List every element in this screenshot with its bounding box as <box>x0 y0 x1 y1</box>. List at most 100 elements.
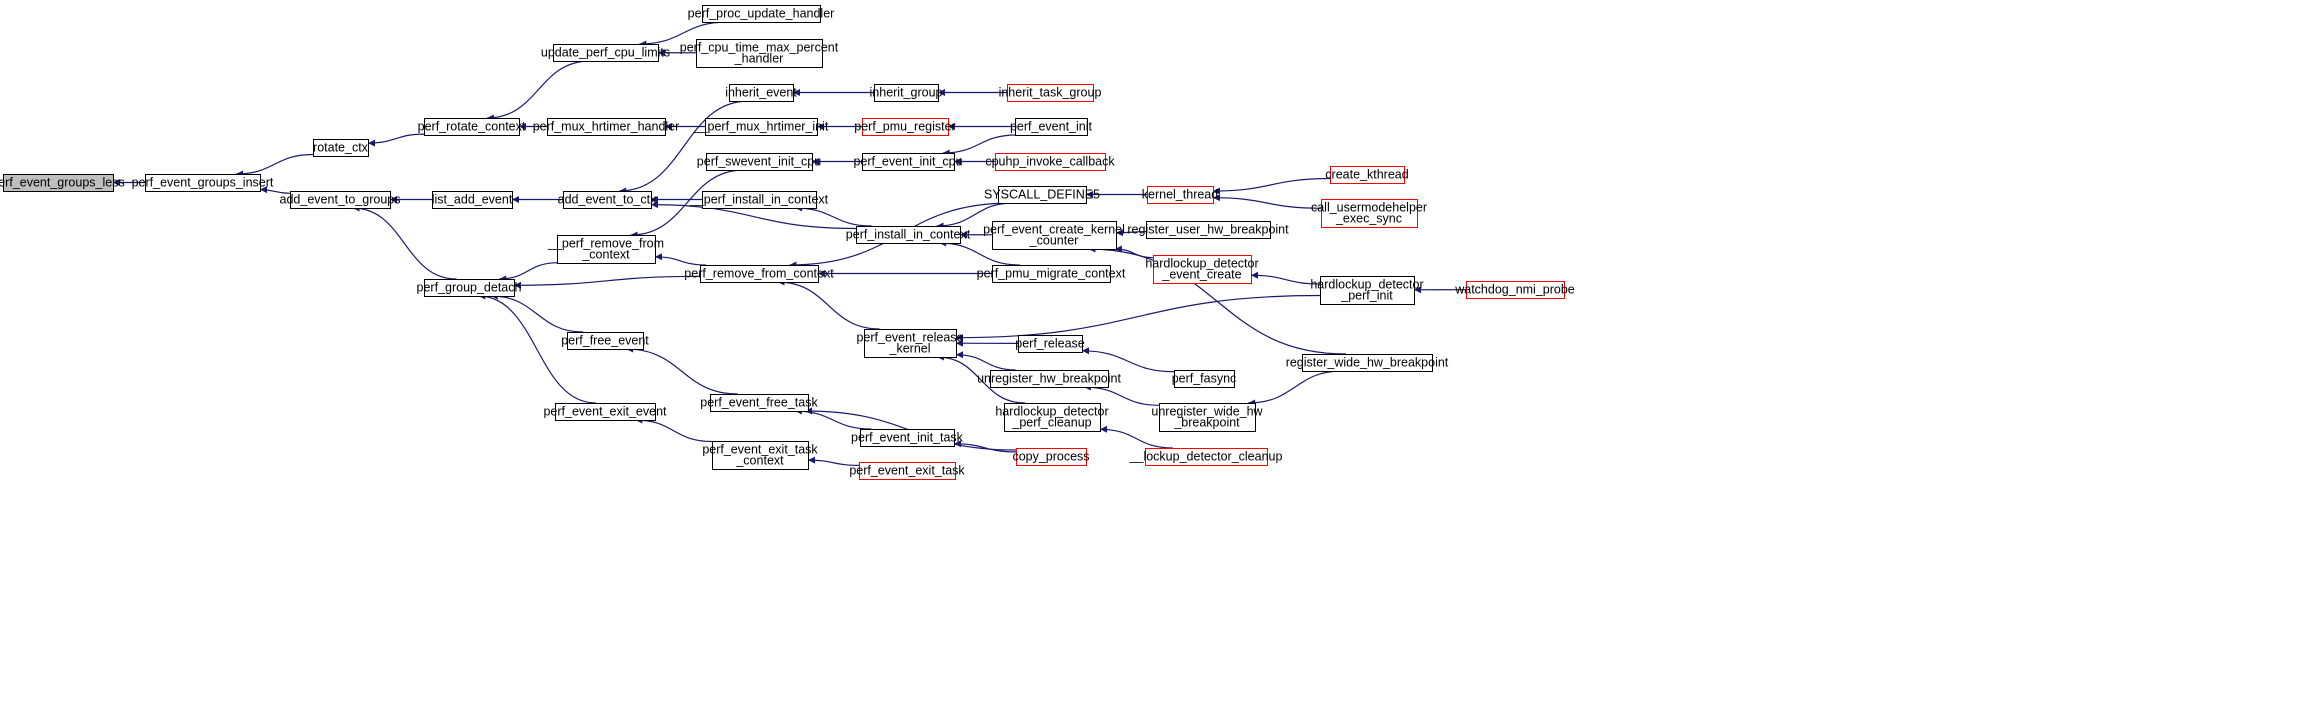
graph-node-perf-event-create-kernel-counter[interactable]: perf_event_create_kernel_counter <box>983 221 1125 250</box>
graph-node-perf-proc-update-handler[interactable]: perf_proc_update_handler <box>688 5 835 23</box>
node-box <box>1302 354 1433 372</box>
graph-node-perf-event-free-task[interactable]: perf_event_free_task <box>700 394 818 412</box>
call-edge-lockup-detector-cleanup-to-hardlockup-detector-perf-cleanup <box>1099 425 1173 449</box>
graph-node-perf-event-groups-less[interactable]: perf_event_groups_less <box>0 174 125 192</box>
node-label: _event_create <box>1161 268 1241 282</box>
node-label: perf_swevent_init_cpu <box>697 155 821 169</box>
graph-node-perf-install-in-context[interactable]: __perf_install_in_context <box>689 191 829 209</box>
graph-node-register-wide-hw-breakpoint[interactable]: register_wide_hw_breakpoint <box>1286 354 1449 372</box>
node-box <box>729 84 794 102</box>
node-label: _perf_init <box>1340 289 1393 303</box>
graph-node-unregister-hw-breakpoint[interactable]: unregister_hw_breakpoint <box>977 370 1121 388</box>
node-label: perf_free_event <box>561 334 649 348</box>
node-label: perf_event_init_cpu <box>853 155 962 169</box>
node-box <box>864 329 957 358</box>
node-box <box>1174 370 1235 388</box>
graph-node-perf-fasync[interactable]: perf_fasync <box>1172 370 1237 388</box>
node-label: _counter <box>1029 234 1079 248</box>
graph-node-perf-event-exit-event[interactable]: perf_event_exit_event <box>543 403 667 421</box>
node-label: perf_event_release <box>856 331 963 345</box>
call-edge-perf-event-free-task-to-perf-free-event <box>626 345 738 395</box>
graph-node-perf-cpu-time-max-percent-handler[interactable]: perf_cpu_time_max_percent_handler <box>680 39 839 68</box>
graph-node-perf-pmu-register[interactable]: perf_pmu_register <box>854 118 956 136</box>
graph-node-rotate-ctx[interactable]: rotate_ctx <box>313 139 369 157</box>
graph-node-perf-event-exit-task-context[interactable]: perf_event_exit_task_context <box>702 441 818 470</box>
call-edge-perf-rotate-context-to-rotate-ctx <box>367 133 425 147</box>
node-box <box>856 226 961 244</box>
graph-node-hardlockup-detector-perf-init[interactable]: hardlockup_detector_perf_init <box>1310 276 1424 305</box>
node-box <box>992 221 1117 250</box>
graph-node-perf-release[interactable]: perf_release <box>1015 335 1085 353</box>
node-label: _handler <box>734 52 784 66</box>
graph-node-kernel-thread[interactable]: kernel_thread <box>1142 186 1218 204</box>
graph-node-perf-remove-from-context[interactable]: __perf_remove_from_context <box>547 235 664 264</box>
graph-node-perf-event-init-task[interactable]: perf_event_init_task <box>851 429 964 447</box>
graph-node-perf-rotate-context[interactable]: perf_rotate_context <box>418 118 526 136</box>
graph-node-perf-event-groups-insert[interactable]: perf_event_groups_insert <box>132 174 274 192</box>
call-edge-perf-event-init-to-perf-event-init-cpu <box>942 134 1017 157</box>
graph-node-perf-event-init-cpu[interactable]: perf_event_init_cpu <box>853 153 963 171</box>
node-box <box>1016 448 1087 466</box>
node-label: perf_event_groups_insert <box>132 176 274 190</box>
graph-node-hardlockup-detector-perf-cleanup[interactable]: hardlockup_detector_perf_cleanup <box>995 403 1109 432</box>
graph-node-cpuhp-invoke-callback[interactable]: cpuhp_invoke_callback <box>985 153 1115 171</box>
node-label: copy_process <box>1012 450 1089 464</box>
graph-node-watchdog-nmi-probe[interactable]: watchdog_nmi_probe <box>1454 281 1575 299</box>
node-box <box>145 174 261 192</box>
graph-node-inherit-group[interactable]: inherit_group <box>870 84 943 102</box>
node-box <box>553 44 659 62</box>
graph-node-add-event-to-groups[interactable]: add_event_to_groups <box>280 191 401 209</box>
node-box <box>557 235 656 264</box>
graph-node-perf-event-release-kernel[interactable]: perf_event_release_kernel <box>856 329 964 358</box>
call-edge-unregister-wide-hw-breakpoint-to-unregister-hw-breakpoint <box>1083 383 1160 406</box>
graph-node-update-perf-cpu-limits[interactable]: update_perf_cpu_limits <box>541 44 670 62</box>
graph-node-perf-event-init[interactable]: perf_event_init <box>1010 118 1093 136</box>
node-label: __lockup_detector_cleanup <box>1129 450 1283 464</box>
call-edge-perf-install-in-context-to-perf-install-in-context <box>795 204 872 227</box>
graph-node-add-event-to-ctx[interactable]: add_event_to_ctx <box>558 191 657 209</box>
graph-node-hardlockup-detector-event-create[interactable]: hardlockup_detector_event_create <box>1145 255 1259 284</box>
node-label: call_usermodehelper <box>1311 201 1427 215</box>
graph-node-inherit-event[interactable]: inherit_event <box>725 84 797 102</box>
node-label: unregister_wide_hw <box>1151 405 1263 419</box>
call-edge-perf-remove-from-context-to-perf-remove-from-context <box>654 253 706 266</box>
graph-node-syscall-define5[interactable]: SYSCALL_DEFINE5 <box>984 186 1100 204</box>
graph-node-inherit-task-group[interactable]: inherit_task_group <box>999 84 1102 102</box>
graph-node-perf-pmu-migrate-context[interactable]: perf_pmu_migrate_context <box>977 265 1126 283</box>
node-box <box>874 84 939 102</box>
call-edge-perf-remove-from-context-to-perf-group-detach <box>513 275 701 289</box>
graph-node-copy-process[interactable]: copy_process <box>1012 448 1090 466</box>
node-box <box>705 118 818 136</box>
node-box <box>990 370 1109 388</box>
graph-node-perf-mux-hrtimer-handler[interactable]: perf_mux_hrtimer_handler <box>533 118 680 136</box>
graph-node-register-user-hw-breakpoint[interactable]: register_user_hw_breakpoint <box>1127 221 1289 239</box>
graph-node-call-usermodehelper-exec-sync[interactable]: call_usermodehelper_exec_sync <box>1311 199 1427 228</box>
graph-node-perf-remove-from-context[interactable]: perf_remove_from_context <box>684 265 834 283</box>
graph-node-perf-free-event[interactable]: perf_free_event <box>561 332 649 350</box>
node-label: perf_release <box>1015 337 1085 351</box>
graph-node-perf-swevent-init-cpu[interactable]: perf_swevent_init_cpu <box>697 153 821 171</box>
graph-node-unregister-wide-hw-breakpoint[interactable]: unregister_wide_hw_breakpoint <box>1151 403 1264 432</box>
node-label: hardlockup_detector <box>1145 257 1258 271</box>
node-box <box>1159 403 1256 432</box>
node-label: perf_fasync <box>1172 372 1237 386</box>
call-edge-perf-event-release-kernel-to-perf-remove-from-context <box>777 278 880 330</box>
graph-node-perf-group-detach[interactable]: perf_group_detach <box>417 279 522 297</box>
graph-node-list-add-event[interactable]: list_add_event <box>432 191 513 209</box>
node-label: perf_event_exit_task <box>849 464 965 478</box>
graph-node-perf-mux-hrtimer-init[interactable]: __perf_mux_hrtimer_init <box>693 118 829 136</box>
node-label: perf_event_exit_event <box>543 405 667 419</box>
node-label: update_perf_cpu_limits <box>541 46 670 60</box>
graph-node-perf-event-exit-task[interactable]: perf_event_exit_task <box>849 462 965 480</box>
node-label: kernel_thread <box>1142 188 1218 202</box>
node-box <box>859 462 956 480</box>
graph-node-lockup-detector-cleanup[interactable]: __lockup_detector_cleanup <box>1129 448 1283 466</box>
node-label: inherit_event <box>725 86 797 100</box>
node-label: inherit_group <box>870 86 943 100</box>
node-label: register_wide_hw_breakpoint <box>1286 356 1449 370</box>
graph-node-create-kthread[interactable]: create_kthread <box>1325 166 1409 184</box>
graph-node-perf-install-in-context[interactable]: perf_install_in_context <box>846 226 971 244</box>
call-edge-perf-swevent-init-cpu-to-perf-remove-from-context <box>630 169 745 239</box>
node-box <box>547 118 666 136</box>
